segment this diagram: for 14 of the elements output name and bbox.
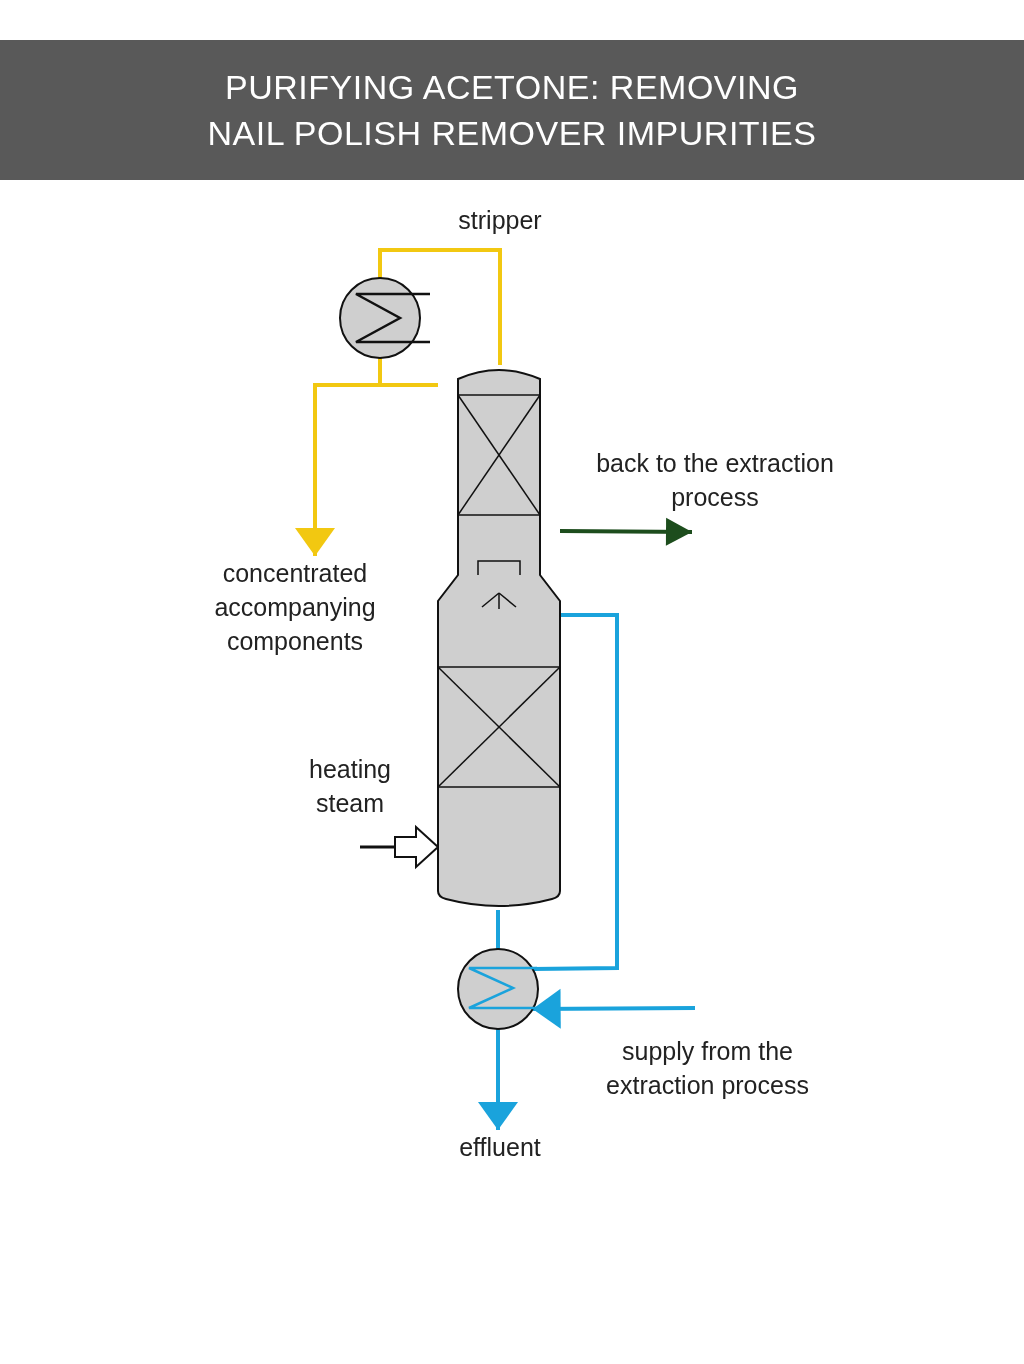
pipe-line [496, 910, 500, 949]
flow-arrow [560, 517, 692, 546]
title: PURIFYING ACETONE: REMOVING NAIL POLISH REMOVER IMPURITIES [206, 67, 818, 154]
stream-label: supply from the extraction process [585, 1034, 830, 1104]
column-label: stripper [457, 205, 543, 236]
stream-label: concentrated accompanying components [195, 556, 395, 660]
pipe-line [532, 613, 619, 971]
pipe-line [378, 248, 502, 365]
stream-label: heating steam [292, 752, 408, 822]
flow-arrow [532, 988, 695, 1029]
flow-arrow [478, 1029, 518, 1130]
stream-label: effluent [440, 1130, 560, 1166]
stream-label: back to the extraction process [595, 446, 835, 516]
flow-arrow [295, 358, 382, 556]
